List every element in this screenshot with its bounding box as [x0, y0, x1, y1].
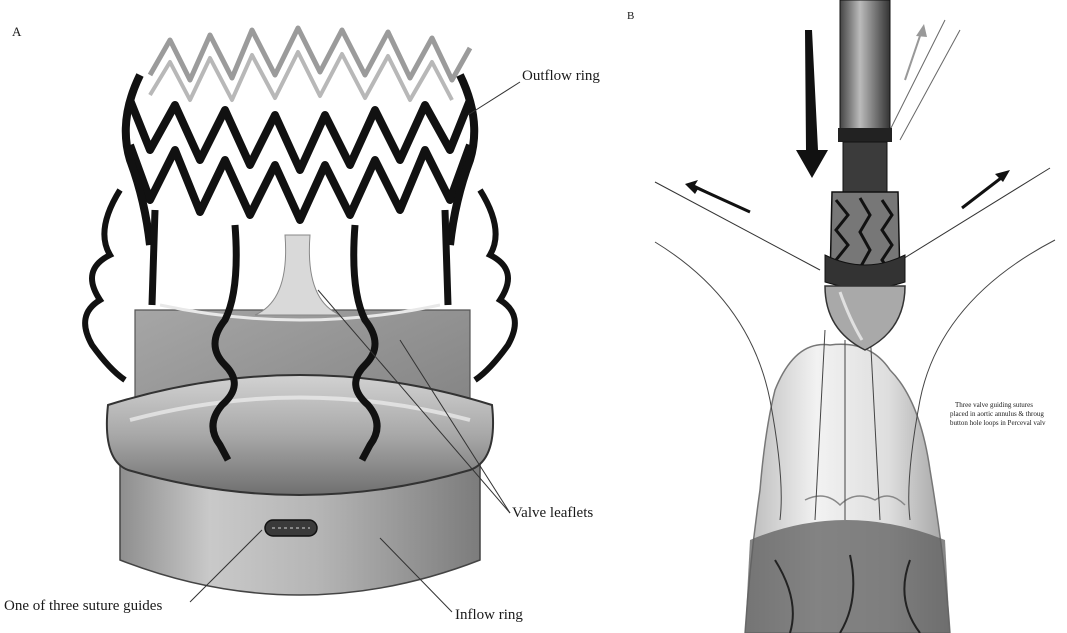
- panel-b: B: [600, 0, 1067, 633]
- label-valve-leaflets: Valve leaflets: [512, 505, 593, 522]
- note-line-1: Three valve guiding sutures: [955, 401, 1033, 409]
- valve-illustration: [0, 0, 600, 633]
- note-line-3: button hole loops in Perceval valv: [950, 419, 1045, 427]
- implantation-illustration: [600, 0, 1067, 633]
- label-inflow-ring: Inflow ring: [455, 607, 523, 624]
- label-suture-guides: One of three suture guides: [4, 598, 162, 615]
- label-outflow-ring: Outflow ring: [522, 68, 600, 85]
- note-line-2: placed in aortic annulus & throug: [950, 410, 1044, 418]
- panel-a: A: [0, 0, 600, 633]
